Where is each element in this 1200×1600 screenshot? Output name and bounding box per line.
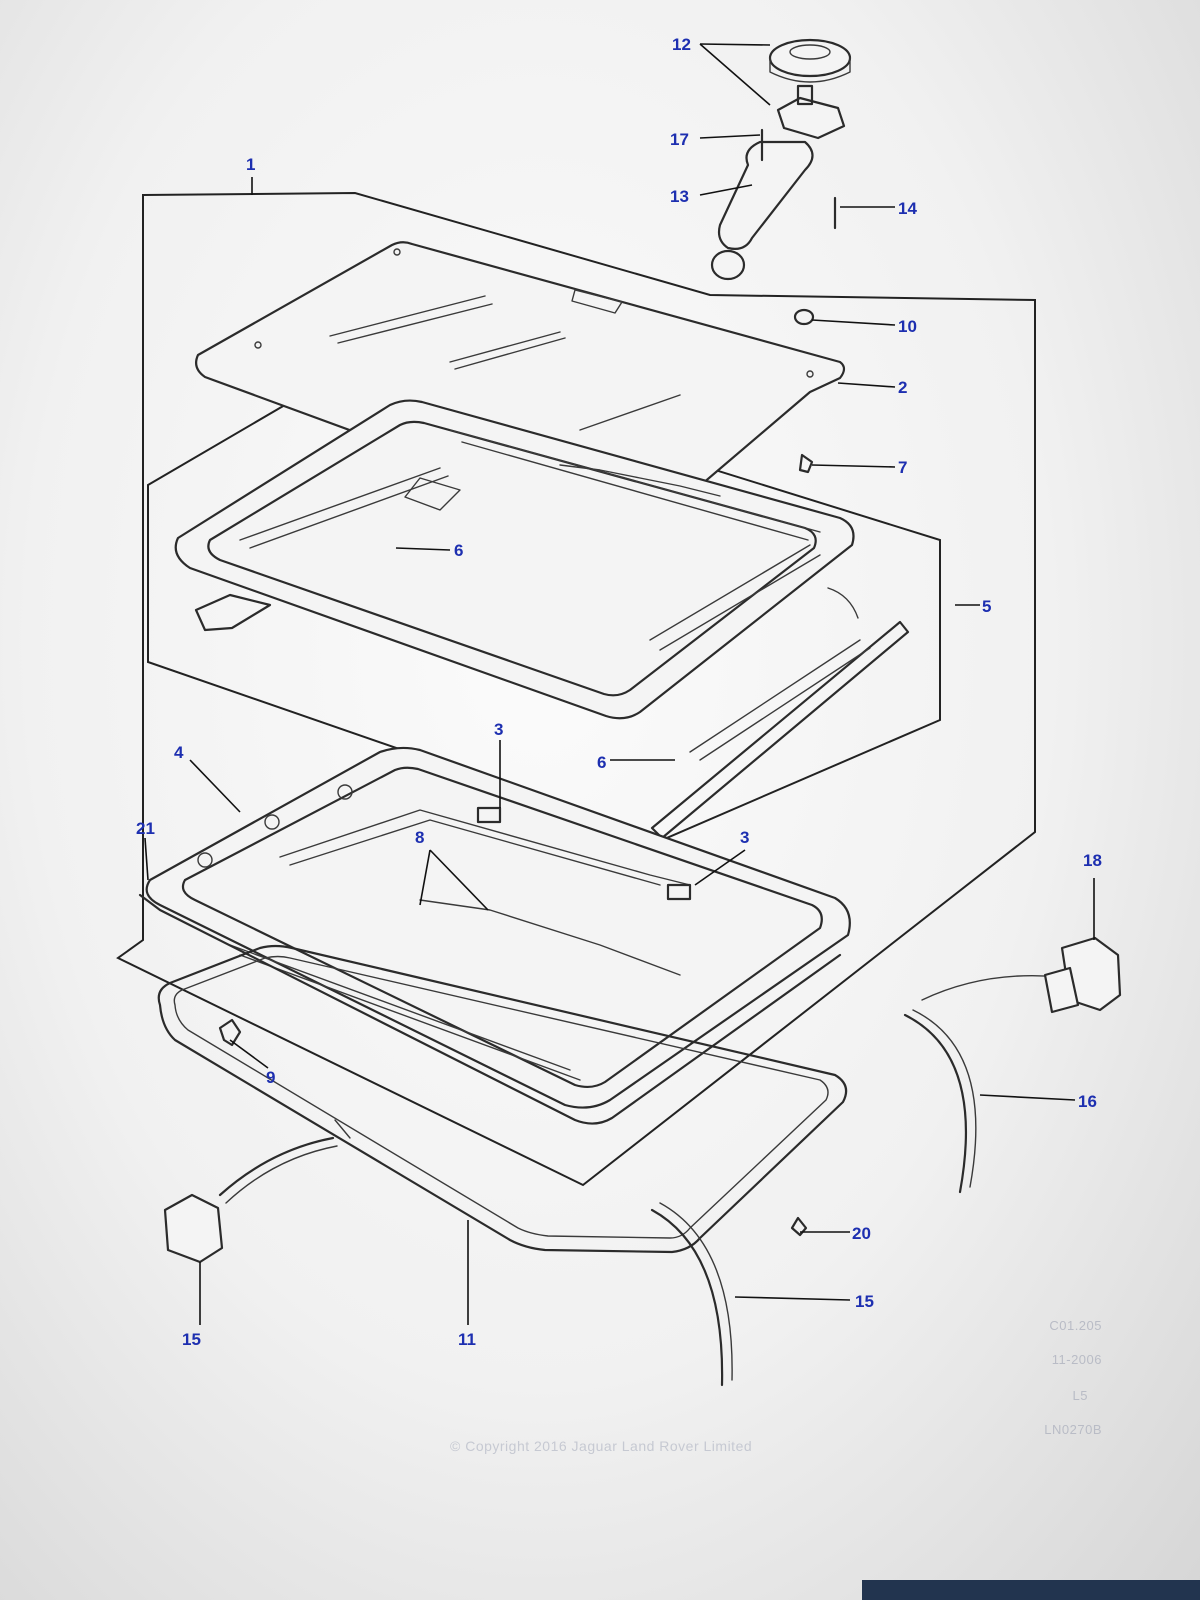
connector-part-18: [1043, 936, 1122, 1014]
callout-8: 8: [415, 828, 424, 847]
assembly-outline-1: [116, 191, 1036, 1187]
callout-17: 17: [670, 130, 689, 149]
callout-12: 12: [672, 35, 691, 54]
lower-frame-part: [138, 746, 851, 1125]
callout-9: 9: [266, 1068, 275, 1087]
callout-labels: 1 2 3 3 4 5 6 6 7 8 9 10 11 12 13 14 15 …: [136, 35, 1102, 1349]
leader-lines: [144, 43, 1095, 1325]
callout-15b: 15: [182, 1330, 201, 1349]
callout-6a: 6: [454, 541, 463, 560]
seal-part: [157, 944, 848, 1254]
small-fasteners: [218, 308, 815, 1237]
ref-code: C01.205: [1049, 1318, 1102, 1333]
callout-18: 18: [1083, 851, 1102, 870]
callout-11: 11: [458, 1330, 476, 1349]
drain-tubes: [163, 974, 1061, 1387]
date-code: 11-2006: [1051, 1352, 1102, 1367]
callout-14: 14: [898, 199, 917, 218]
clip-20: [790, 1216, 808, 1237]
callout-7: 7: [898, 458, 907, 477]
drawing-number: LN0270B: [1044, 1422, 1102, 1437]
screen-corner-bar: [862, 1580, 1200, 1600]
callout-3b: 3: [740, 828, 749, 847]
callout-6b: 6: [597, 753, 606, 772]
sunroof-frame-part: [174, 399, 910, 840]
screw-9: [218, 1018, 242, 1047]
callout-20: 20: [852, 1224, 871, 1243]
callout-16: 16: [1078, 1092, 1097, 1111]
crank-handle-part: [710, 38, 852, 281]
callout-21: 21: [136, 819, 155, 838]
callout-3a: 3: [494, 720, 503, 739]
clip-7: [798, 453, 814, 474]
callout-5: 5: [982, 597, 991, 616]
glass-panel-part: [195, 241, 846, 536]
callout-10: 10: [898, 317, 917, 336]
grommet-10: [793, 308, 815, 326]
callout-15a: 15: [855, 1292, 874, 1311]
callout-1: 1: [246, 155, 255, 174]
copyright-notice: © Copyright 2016 Jaguar Land Rover Limit…: [450, 1438, 753, 1454]
model-code: L5: [1072, 1388, 1088, 1403]
callout-4: 4: [174, 743, 184, 762]
callout-2: 2: [898, 378, 907, 397]
callout-13: 13: [670, 187, 689, 206]
